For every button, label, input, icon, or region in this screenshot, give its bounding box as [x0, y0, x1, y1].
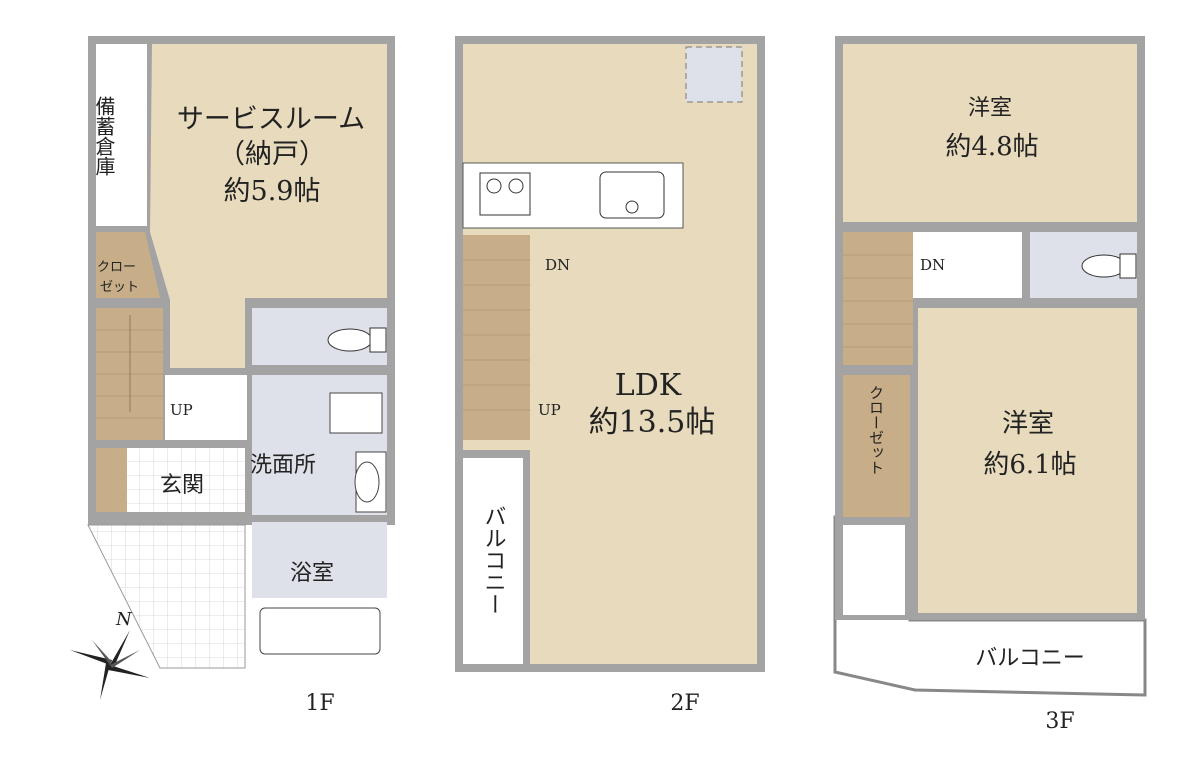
toilet-tank-icon: [369, 327, 387, 353]
washing-machine-icon: [329, 392, 383, 434]
bathtub-icon: [259, 607, 381, 655]
closet-label-3f: クローゼット: [867, 385, 885, 475]
entrance-porch: [87, 524, 246, 669]
stove-icon: [479, 172, 531, 216]
service-room-area: 約5.9帖: [224, 176, 321, 207]
service-room: [150, 44, 387, 368]
washroom-label: 洗面所: [250, 453, 316, 478]
floor-label-3f: 3F: [1045, 709, 1074, 734]
room1-name: 洋室: [968, 96, 1012, 121]
skylight: [685, 46, 743, 103]
kitchen-sink-icon: [599, 171, 665, 219]
closet-1f: [96, 232, 160, 298]
toilet-icon: [1081, 254, 1127, 278]
bathroom: [252, 522, 387, 598]
sink-icon: [354, 461, 380, 503]
balcony-label-2f: バルコニー: [481, 505, 506, 615]
western-room-2: [918, 308, 1137, 613]
closet-3f: [843, 375, 910, 517]
ldk-area: 約13.5帖: [589, 405, 716, 440]
closet-label-2: ゼット: [100, 280, 139, 295]
storage-room: [96, 44, 147, 226]
stair-lines: [843, 254, 913, 348]
floor-3f: 洋室 約4.8帖 DN 洋室 約6.1帖 クローゼット バルコニー 3F: [833, 36, 1147, 734]
hall-1f: [165, 375, 247, 440]
floor-label-1f: 1F: [305, 691, 334, 716]
room1-area: 約4.8帖: [945, 132, 1038, 162]
room2-area: 約6.1帖: [983, 450, 1076, 480]
shoe-closet: [96, 448, 127, 512]
toilet-icon: [327, 328, 373, 352]
ldk-label: LDK: [615, 368, 682, 403]
compass-north-label: N: [115, 609, 133, 630]
bathroom-label: 浴室: [290, 561, 334, 586]
dn-label-2f: DN: [545, 256, 570, 274]
storage-label: 備蓄倉庫: [92, 96, 116, 176]
service-room-name: サービスルーム: [177, 104, 365, 135]
balcony-2f: [463, 458, 523, 664]
floor-2f: DN UP LDK 約13.5帖 バルコニー 2F: [455, 36, 765, 716]
balcony-label-3f: バルコニー: [975, 646, 1085, 671]
stair-lines: [96, 315, 163, 419]
hall-3f: [913, 232, 1022, 298]
stairs-2f: [463, 235, 530, 440]
dn-label-3f: DN: [920, 256, 945, 274]
stair-lines: [463, 259, 530, 411]
entrance-label: 玄関: [160, 473, 204, 498]
compass-icon: N: [70, 609, 150, 700]
room2-name: 洋室: [1002, 409, 1054, 439]
floor-label-2f: 2F: [670, 691, 699, 716]
up-label-2f: UP: [538, 401, 561, 419]
stairs-3f: [843, 232, 913, 365]
floor-1f: 備蓄倉庫 サービスルーム （納戸） 約5.9帖 クロー ゼット UP 玄関 洗面…: [70, 36, 395, 716]
western-room-1: [843, 44, 1137, 222]
service-room-subname: （納戸）: [218, 139, 326, 170]
closet-label-1: クロー: [97, 260, 136, 275]
entrance-floor: [127, 448, 245, 512]
up-label-1f: UP: [170, 401, 193, 419]
